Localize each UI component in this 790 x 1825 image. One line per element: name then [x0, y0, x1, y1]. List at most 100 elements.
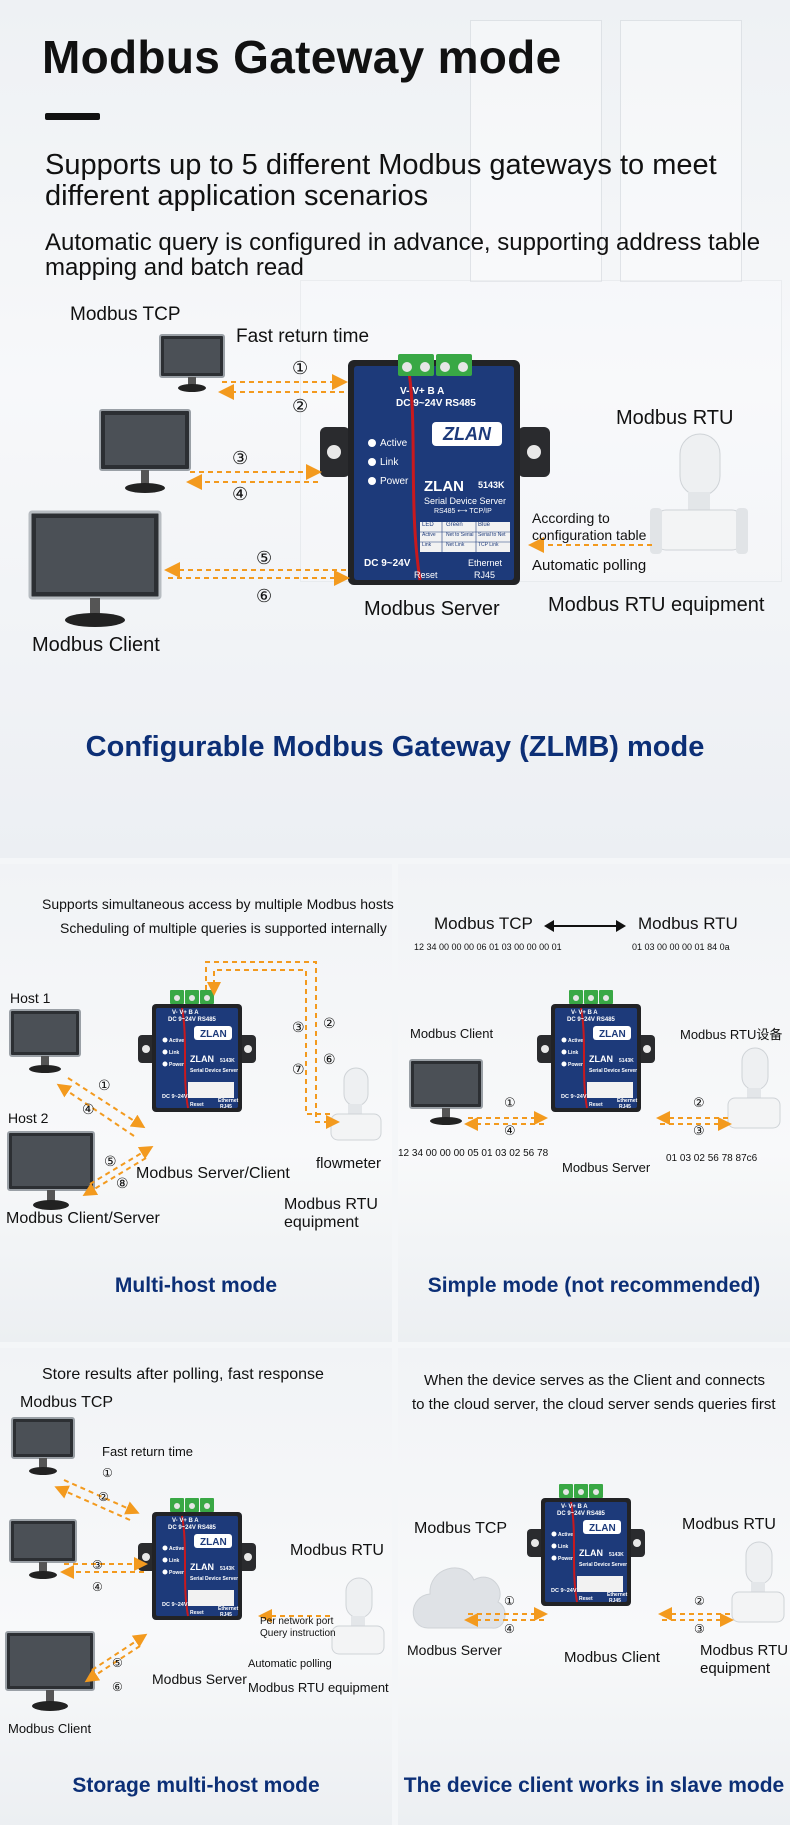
device-rj45: RJ45	[619, 1104, 631, 1110]
tcp-label: Modbus TCP	[414, 1520, 508, 1537]
led-link-label: Link	[568, 1050, 578, 1056]
config-table-label: configuration table	[532, 527, 647, 543]
led-active-label: Active	[558, 1532, 573, 1538]
table-head-blue: Blue	[478, 522, 491, 528]
device-model: ZLAN	[589, 1054, 613, 1064]
device-power-spec: DC 9~24V RS485	[567, 1017, 616, 1023]
server-label: Modbus Server	[152, 1671, 247, 1687]
client-label: Modbus Client	[410, 1026, 494, 1041]
device-brand-logo: ZLAN	[599, 1029, 626, 1040]
modbus-client-label: Modbus Client	[32, 634, 160, 656]
device-eth: Ethernet	[218, 1098, 239, 1104]
step-label: ⑧	[116, 1176, 129, 1192]
connection-arrows	[56, 961, 340, 1197]
step-label: ③	[92, 1558, 103, 1572]
client-label: Modbus Client	[8, 1721, 92, 1736]
flowmeter-label: flowmeter	[316, 1155, 382, 1172]
device-model: ZLAN	[190, 1054, 214, 1064]
modbus-tcp-label: Modbus TCP	[70, 304, 181, 325]
step-5-label: ⑤	[256, 548, 273, 569]
device-desc: Serial Device Server	[190, 1576, 238, 1582]
step-4-label: ④	[232, 484, 249, 505]
flowmeter-icon	[731, 1541, 785, 1623]
device-power-top: V- V+ B A	[172, 1010, 199, 1016]
led-active-label: Active	[380, 438, 408, 449]
tcp-label: Modbus TCP	[20, 1394, 114, 1411]
device-eth: Ethernet	[607, 1592, 628, 1598]
led-link-label: Link	[169, 1050, 179, 1056]
cloud-icon	[412, 1567, 506, 1629]
panel-title: Multi-host mode	[114, 1274, 278, 1297]
auto-polling-label: Automatic polling	[248, 1658, 332, 1670]
according-label: According to	[532, 510, 610, 526]
device-rj45: RJ45	[609, 1598, 621, 1604]
led-power-label: Power	[568, 1062, 583, 1068]
device-reset: Reset	[579, 1596, 593, 1602]
monitor-icon	[5, 1631, 95, 1711]
monitor-icon	[409, 1059, 483, 1125]
terminal-block	[398, 354, 472, 376]
led-active-label: Active	[169, 1546, 184, 1552]
title-underline	[45, 113, 100, 120]
flowmeter-icon	[331, 1577, 385, 1655]
table-cell: TCP Link	[478, 542, 499, 548]
step-label: ①	[504, 1594, 515, 1608]
step-label: ②	[694, 1594, 705, 1608]
multi-line1: Supports simultaneous access by multiple…	[42, 896, 394, 912]
device-eth: Ethernet	[218, 1606, 239, 1612]
device-desc: Serial Device Server	[589, 1068, 637, 1074]
rtu-label: Modbus RTU	[638, 914, 738, 933]
device-model: ZLAN	[579, 1548, 603, 1558]
rtu-device-label: Modbus RTU设备	[680, 1027, 783, 1042]
client-label: Modbus Client	[564, 1649, 660, 1666]
device-reset: Reset	[414, 570, 438, 580]
slave-line1: When the device serves as the Client and…	[424, 1372, 766, 1389]
subtitle: Supports up to 5 different Modbus gatewa…	[45, 149, 717, 212]
step-label: ④	[82, 1102, 95, 1118]
device-rj45: RJ45	[220, 1104, 232, 1110]
rtu-eq2-label: equipment	[700, 1660, 771, 1677]
step-label: ⑥	[323, 1052, 336, 1068]
rtu-eq1-label: Modbus RTU	[284, 1196, 378, 1213]
step-label: ②	[98, 1490, 109, 1504]
device-dc: DC 9~24V	[561, 1094, 587, 1100]
host1-label: Host 1	[10, 990, 51, 1006]
step-label: ⑦	[292, 1062, 305, 1078]
led-active-label: Active	[568, 1038, 583, 1044]
device-power-spec: DC 9~24V RS485	[557, 1511, 606, 1517]
device-model-no: 5143K	[619, 1058, 634, 1064]
device-power-top: V- V+ B A	[561, 1504, 588, 1510]
host2-label: Host 2	[8, 1110, 49, 1126]
flowmeter-icon	[650, 433, 748, 554]
device-model: ZLAN	[424, 478, 464, 495]
flowmeter-icon	[727, 1047, 781, 1129]
per-port-label: Per network port	[260, 1616, 334, 1627]
device-model-no: 5143K	[220, 1566, 235, 1572]
monitor-icon	[28, 510, 162, 627]
storage-line: Store results after polling, fast respon…	[42, 1366, 324, 1383]
step-label: ①	[504, 1096, 516, 1111]
section-heading: Configurable Modbus Gateway (ZLMB) mode	[85, 731, 705, 763]
gateway-device: V- V+ B ADC 9~24V RS485ZLANActiveLinkPow…	[527, 1484, 645, 1606]
device-desc: Serial Device Server	[424, 496, 507, 506]
step-label: ①	[102, 1466, 113, 1480]
led-link-label: Link	[380, 457, 399, 468]
device-power-top: V- V+ B A	[571, 1010, 598, 1016]
monitor-icon	[11, 1417, 75, 1475]
server-client-label: Modbus Server/Client	[136, 1165, 290, 1182]
step-label: ④	[504, 1124, 516, 1139]
monitor-icon	[9, 1519, 77, 1579]
step-label: ④	[92, 1580, 103, 1594]
slave-line2: to the cloud server, the cloud server se…	[412, 1396, 776, 1413]
hex-rtu: 01 03 00 00 00 01 84 0a	[632, 942, 730, 952]
device-brand-logo: ZLAN	[589, 1523, 616, 1534]
client-server-label: Modbus Client/Server	[6, 1210, 160, 1227]
step-6-label: ⑥	[256, 586, 273, 607]
device-dc: DC 9~24V	[162, 1094, 188, 1100]
device-reset: Reset	[589, 1102, 603, 1108]
double-arrow-icon	[544, 920, 626, 932]
connection-arrows	[464, 1607, 734, 1627]
device-power-top: V- V+ B A	[172, 1518, 199, 1524]
